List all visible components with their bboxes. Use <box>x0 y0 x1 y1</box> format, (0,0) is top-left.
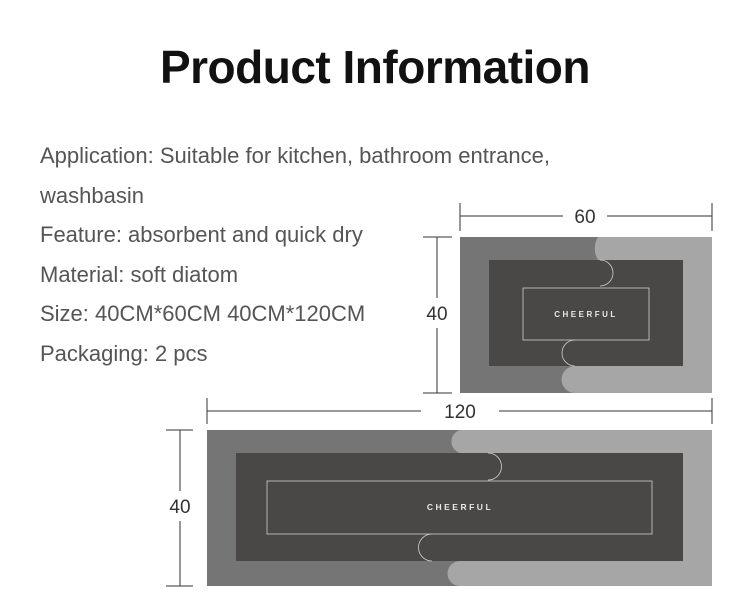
spec-size: Size: 40CM*60CM 40CM*120CM <box>40 301 366 326</box>
large-mat-inner-panel <box>236 453 683 561</box>
large-mat-diagram: 120 40 CHEERFUL <box>166 398 713 587</box>
spec-packaging: Packaging: 2 pcs <box>40 340 208 366</box>
small-mat-width-dimension <box>459 203 713 231</box>
large-mat-brand: CHEERFUL <box>427 502 493 512</box>
large-mat-width-dimension <box>206 398 713 424</box>
small-mat-inner-panel <box>489 260 683 366</box>
large-mat-label-frame <box>266 480 653 535</box>
spec-list: Application: Suitable for kitchen, bathr… <box>40 136 550 373</box>
large-mat-width-label: 120 <box>444 402 476 423</box>
small-mat-width-label: 60 <box>574 207 595 228</box>
large-mat-curve-top <box>487 452 502 481</box>
large-mat-height-dimension <box>166 429 193 587</box>
spec-application-cont: washbasin <box>40 182 144 208</box>
small-mat-brand: CHEERFUL <box>554 310 618 319</box>
large-mat-height-label: 40 <box>169 497 190 518</box>
large-mat-curve-bottom <box>418 533 433 562</box>
small-mat-height-dimension <box>423 236 452 394</box>
page-title: Product Information <box>159 41 591 93</box>
spec-material: Material: soft diatom <box>40 261 239 287</box>
small-mat-curve-bottom <box>561 339 576 367</box>
spec-application: Application: Suitable for kitchen, bathr… <box>40 143 550 168</box>
small-mat-curve-top <box>599 259 614 287</box>
small-mat-diagram: 60 40 CHEERFUL <box>423 203 713 394</box>
small-mat-height-label: 40 <box>426 304 447 325</box>
spec-feature: Feature: absorbent and quick dry <box>40 222 363 247</box>
small-mat-label-frame <box>522 287 650 341</box>
